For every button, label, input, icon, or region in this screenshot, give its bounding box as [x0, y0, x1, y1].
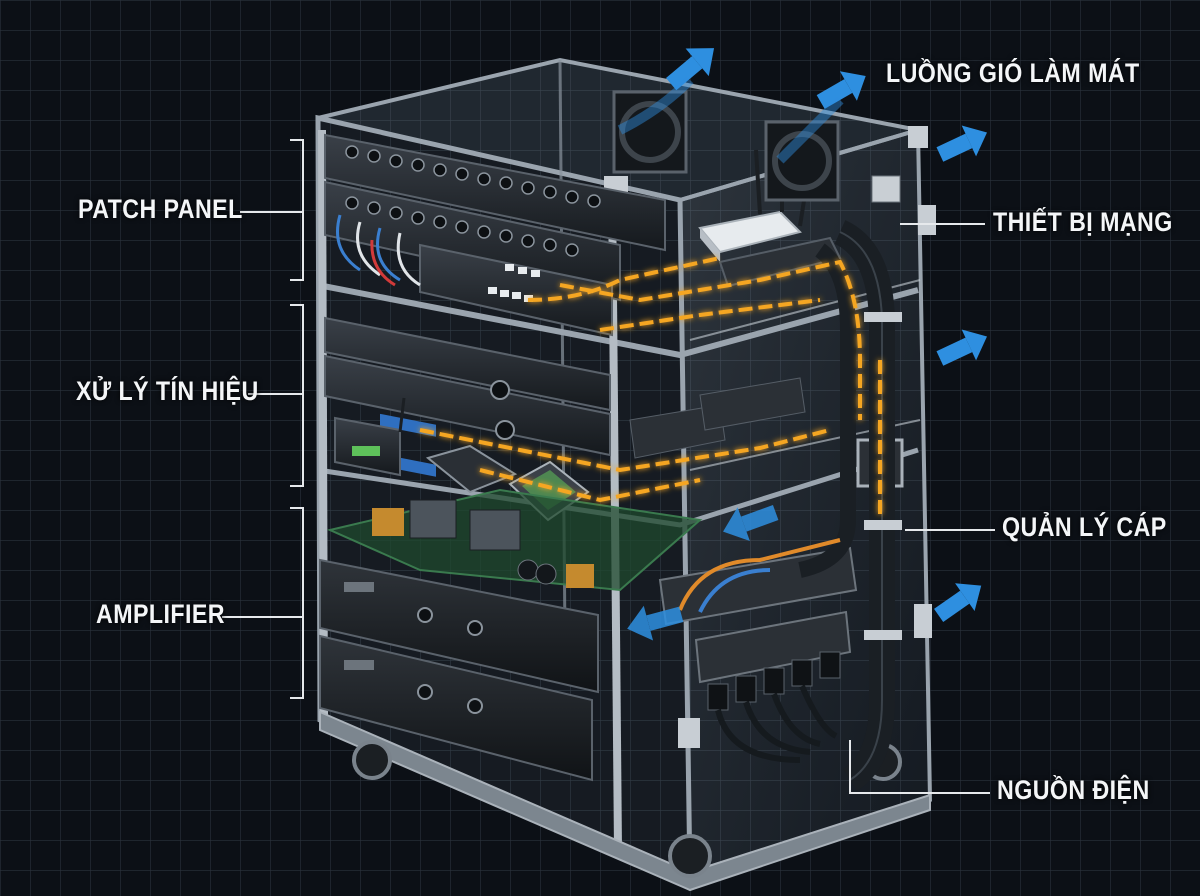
amp-knob [467, 620, 483, 636]
amp-handle [344, 660, 374, 670]
airflow-arrow [936, 125, 988, 162]
cable-tie [864, 630, 902, 640]
amp-handle [344, 582, 374, 592]
transformer [566, 564, 594, 588]
power-plugs [707, 651, 841, 711]
amp-knob [467, 698, 483, 714]
bracket-amplifier [290, 507, 304, 699]
power-cords [715, 684, 838, 763]
patch-panel-unit [324, 133, 666, 252]
dsp-unit [324, 354, 611, 457]
corner-bracket [914, 604, 932, 638]
cooling-fans [612, 90, 840, 202]
corner-bracket [908, 126, 928, 148]
heatsink [409, 499, 457, 539]
fan-blades [772, 131, 832, 191]
label-cable-management: QUẢN LÝ CÁP [1002, 512, 1167, 542]
patch-ports [345, 145, 601, 257]
heatsink [469, 509, 521, 551]
amp-knob [417, 607, 433, 623]
network-devices [698, 149, 901, 288]
airflow-arrows [617, 48, 988, 641]
amplifier-unit [319, 634, 593, 782]
corner-bracket [918, 205, 936, 235]
dsp-unit [324, 316, 611, 412]
receiver-display [352, 446, 380, 456]
cable-tie [864, 312, 902, 322]
label-power: NGUỒN ĐIỆN [997, 775, 1150, 805]
caster-wheel [352, 740, 392, 780]
airflow-arrow [723, 504, 779, 542]
transformer [372, 508, 404, 536]
caster-wheel [668, 834, 712, 878]
dsp-knob [495, 420, 515, 440]
airflow-arrow [627, 605, 684, 641]
junction-box [871, 175, 901, 203]
patch-panel-units [324, 133, 666, 337]
airflow-stream [776, 96, 844, 164]
amplifier-unit [319, 558, 599, 694]
airflow-stream [617, 76, 694, 135]
fan-blades [619, 101, 681, 163]
signal-path [419, 256, 882, 520]
airflow-arrow [666, 48, 715, 91]
amp-knob [417, 684, 433, 700]
signal-processing-units [324, 316, 806, 522]
label-signal-processing: XỬ LÝ TÍN HIỆU [76, 376, 259, 406]
corner-bracket [678, 718, 700, 748]
router-antenna [754, 149, 762, 215]
cable-bundle-secondary [798, 243, 856, 578]
network-switch-small [718, 236, 842, 288]
network-switch-unit [419, 243, 613, 337]
label-patch-panel: PATCH PANEL [78, 194, 243, 224]
wireless-unit-rear [699, 377, 806, 431]
bracket-signal-processing [290, 304, 304, 487]
cable-tie [864, 520, 902, 530]
airflow-arrow [934, 583, 982, 623]
wireless-unit-rear [629, 404, 726, 459]
leader-power [849, 740, 990, 794]
cable-orange [678, 538, 841, 611]
bracket-patch-panel [290, 139, 304, 281]
label-cooling-airflow: LUỒNG GIÓ LÀM MÁT [886, 58, 1140, 88]
airflow-arrow [816, 71, 866, 109]
receiver-antenna [398, 397, 406, 433]
dsp-knob [490, 380, 510, 400]
amplifier-units [319, 488, 703, 782]
patch-cables [336, 214, 421, 287]
airflow-arrow [936, 329, 988, 366]
capacitor [517, 559, 539, 581]
pdu-strip [694, 610, 852, 684]
capacitor [535, 563, 557, 585]
label-network-equipment: THIẾT BỊ MẠNG [993, 207, 1173, 237]
callout-lines [222, 139, 995, 794]
cable-bundles [678, 220, 902, 792]
shelf-divider-top [317, 282, 919, 359]
wifi-router-front [700, 228, 720, 262]
label-amplifier: AMPLIFIER [96, 599, 225, 629]
cable-blue [698, 568, 771, 613]
touch-controller [425, 444, 518, 494]
